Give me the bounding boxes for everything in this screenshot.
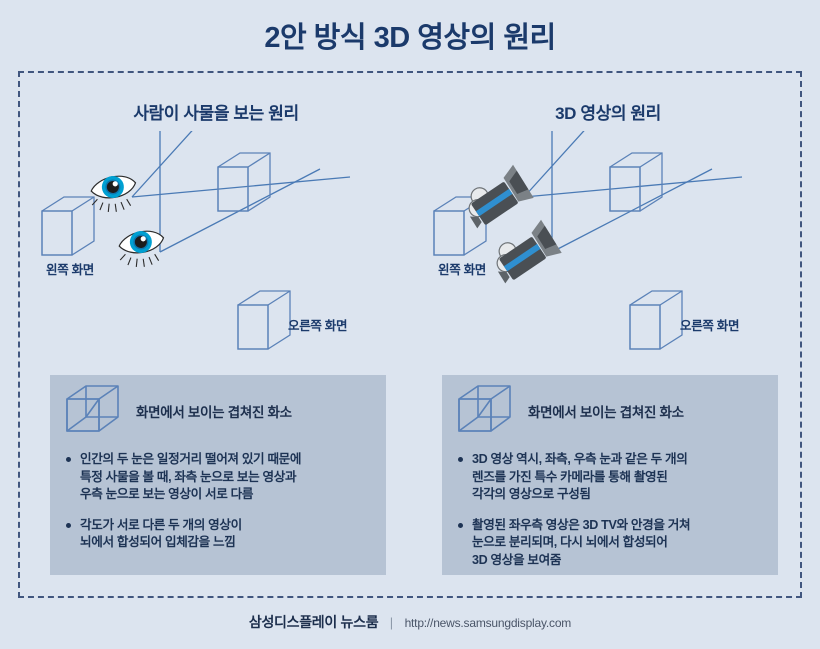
cube-left	[41, 196, 95, 256]
eye-icon	[118, 230, 165, 267]
overlap-cube-icon	[64, 383, 122, 440]
list-item: 인간의 두 눈은 일정거리 떨어져 있기 때문에 특정 사물을 볼 때, 좌측 …	[66, 451, 370, 504]
panel-header: 화면에서 보이는 겹쳐진 화소	[442, 375, 778, 437]
label-right-screen: 오른쪽 화면	[680, 319, 740, 333]
label-left-screen: 왼쪽 화면	[46, 263, 94, 277]
sight-lines-lower	[159, 131, 321, 253]
page-title: 2안 방식 3D 영상의 원리	[264, 22, 556, 54]
list-item: 각도가 서로 다른 두 개의 영상이 뇌에서 합성되어 입체감을 느낌	[66, 517, 370, 552]
diagram-human-vision: 왼쪽 화면 오른쪽 화면	[20, 131, 412, 371]
info-panel-3d-video: 화면에서 보이는 겹쳐진 화소 3D 영상 역시, 좌측, 우측 눈과 같은 두…	[442, 375, 778, 575]
sight-lines-lower	[551, 131, 713, 253]
brand-name: 삼성디스플레이 뉴스룸	[248, 614, 379, 630]
panel-title: 화면에서 보이는 겹쳐진 화소	[136, 405, 292, 420]
sight-lines-upper	[131, 131, 351, 198]
footer-url[interactable]: http://news.samsungdisplay.com	[404, 616, 572, 630]
list-item: 촬영된 좌우측 영상은 3D TV와 안경을 거쳐 눈으로 분리되며, 다시 뇌…	[458, 517, 762, 570]
cube-top	[217, 152, 271, 212]
section-heading-human-vision: 사람이 사물을 보는 원리	[133, 104, 299, 123]
label-left-screen: 왼쪽 화면	[438, 263, 486, 277]
cube-right	[237, 290, 291, 350]
footer-divider: |	[389, 615, 394, 630]
video-camera-icon	[458, 164, 535, 233]
sight-lines-upper	[523, 131, 743, 198]
column-3d-video: 3D 영상의 원리	[412, 73, 804, 596]
overlap-cube-icon	[456, 383, 514, 440]
info-panel-human-vision: 화면에서 보이는 겹쳐진 화소 인간의 두 눈은 일정거리 떨어져 있기 때문에…	[50, 375, 386, 575]
section-heading-3d-video: 3D 영상의 원리	[555, 104, 661, 123]
label-right-screen: 오른쪽 화면	[288, 319, 348, 333]
panel-header: 화면에서 보이는 겹쳐진 화소	[50, 375, 386, 437]
bullet-list: 인간의 두 눈은 일정거리 떨어져 있기 때문에 특정 사물을 볼 때, 좌측 …	[50, 451, 386, 552]
bullet-list: 3D 영상 역시, 좌측, 우측 눈과 같은 두 개의 렌즈를 가진 특수 카메…	[442, 451, 778, 569]
panel-title: 화면에서 보이는 겹쳐진 화소	[528, 405, 684, 420]
column-human-vision: 사람이 사물을 보는 원리	[20, 73, 412, 596]
video-camera-icon	[486, 219, 563, 288]
list-item: 3D 영상 역시, 좌측, 우측 눈과 같은 두 개의 렌즈를 가진 특수 카메…	[458, 451, 762, 504]
cube-right	[629, 290, 683, 350]
diagram-3d-video: 왼쪽 화면 오른쪽 화면	[412, 131, 804, 371]
eye-icon	[90, 175, 137, 212]
cube-top	[609, 152, 663, 212]
content-frame: 사람이 사물을 보는 원리	[18, 71, 802, 598]
footer: 삼성디스플레이 뉴스룸 | http://news.samsungdisplay…	[0, 612, 820, 632]
